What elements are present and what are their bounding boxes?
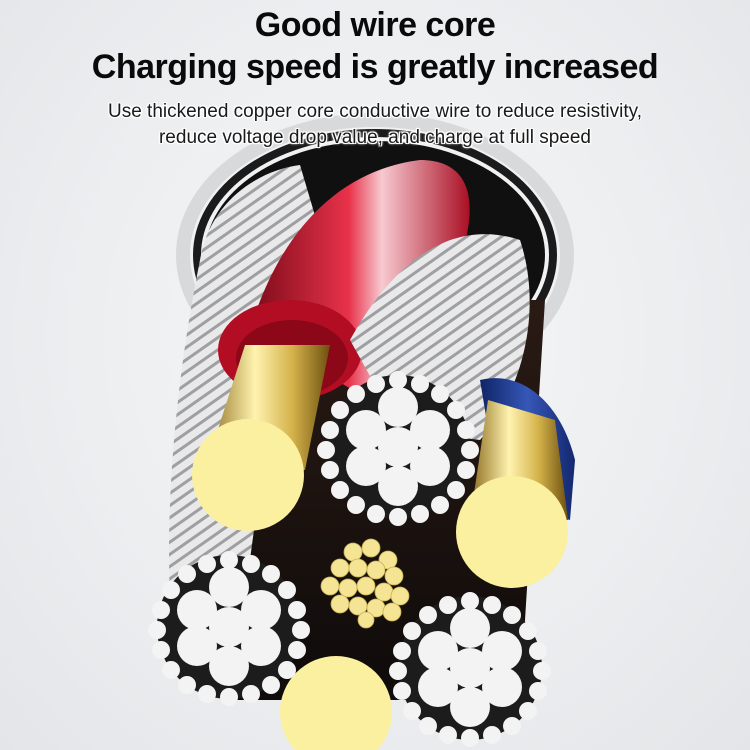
headline-line-1: Good wire core [254,6,496,44]
strand-bundle-top [317,371,479,526]
description-line-1: Use thickened copper core conductive wir… [107,101,642,122]
strand-bundle-right [389,592,551,747]
headline-line-2: Charging speed is greatly increased [91,48,659,86]
strand-bundle-left [148,551,310,706]
description-line-2: reduce voltage drop value, and charge at… [158,127,592,148]
